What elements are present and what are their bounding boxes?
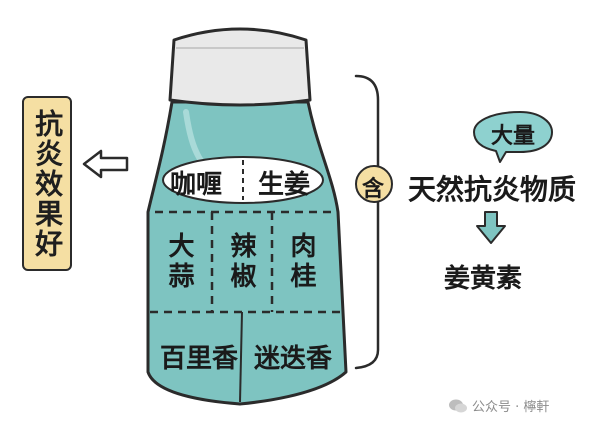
contains-badge — [355, 165, 393, 203]
result-text: 姜黄素 — [444, 264, 523, 294]
label-thyme: 百里香 — [160, 344, 239, 374]
compound-text: 天然抗炎物质 — [408, 173, 577, 206]
label-rosemary: 迷迭香 — [254, 344, 333, 374]
label-ginger: 生姜 — [258, 170, 311, 200]
bracket — [354, 74, 380, 370]
speech-bubble — [473, 111, 553, 163]
middle-grid — [150, 210, 342, 314]
wechat-icon — [449, 399, 467, 412]
bottom-divider — [239, 311, 243, 403]
side-label: 抗炎效果好 — [22, 96, 72, 271]
arrow-down-icon — [476, 211, 506, 244]
label-curry: 咖喱 — [170, 170, 223, 200]
label-cinnamon: 肉桂 — [286, 232, 316, 292]
watermark: 公众号 · 檸軒 — [448, 396, 549, 415]
label-chili: 辣椒 — [226, 232, 256, 292]
label-garlic: 大蒜 — [164, 232, 194, 292]
watermark-text: 公众号 · 檸軒 — [472, 400, 550, 415]
contains-badge-text: 含 — [362, 177, 385, 202]
arrow-left-icon — [82, 149, 129, 179]
bottle-cap — [168, 27, 312, 107]
bubble-text: 大量 — [491, 124, 536, 149]
